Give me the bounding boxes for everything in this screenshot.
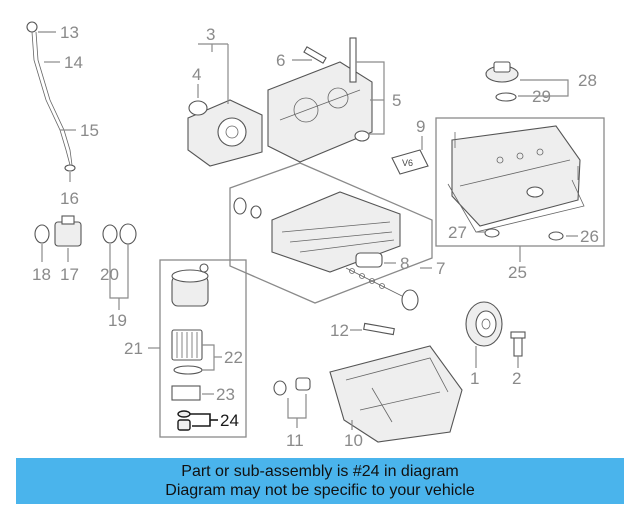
parts-diagram: V6 xyxy=(26,21,605,450)
callout-10: 10 xyxy=(344,431,363,450)
callout-15: 15 xyxy=(80,121,99,140)
injector-rail xyxy=(345,267,419,311)
callout-28: 28 xyxy=(578,71,597,90)
vr-badge: V6 xyxy=(391,149,429,175)
callout-labels: 1 2 3 4 5 6 7 8 9 10 11 12 13 14 15 16 1… xyxy=(32,23,599,450)
seal-5 xyxy=(354,130,370,142)
callout-14: 14 xyxy=(64,53,83,72)
pulley-bolt xyxy=(510,331,526,357)
callout-2: 2 xyxy=(512,369,521,388)
callout-16: 16 xyxy=(60,189,79,208)
callout-11: 11 xyxy=(286,431,304,450)
callout-5: 5 xyxy=(392,91,401,110)
info-banner: Part or sub-assembly is #24 in diagram D… xyxy=(16,458,624,504)
filter-seal-ring xyxy=(173,365,203,375)
callout-26: 26 xyxy=(580,227,599,246)
callout-9: 9 xyxy=(416,117,425,136)
bolt-5 xyxy=(349,37,357,83)
bolt-12 xyxy=(363,322,395,336)
leader-lines xyxy=(38,31,578,430)
intake-manifold-group-outline xyxy=(229,162,433,304)
grommet-27 xyxy=(484,228,500,238)
oil-dipstick xyxy=(26,21,76,172)
crankshaft-pulley xyxy=(465,301,503,347)
callout-17: 17 xyxy=(60,265,79,284)
callout-1: 1 xyxy=(470,369,479,388)
callout-25: 25 xyxy=(508,263,527,282)
callout-21: 21 xyxy=(124,339,143,358)
gasket-8 xyxy=(355,252,383,268)
callout-3: 3 xyxy=(206,25,215,44)
filter-cap-23 xyxy=(171,385,201,401)
callout-27: 27 xyxy=(448,223,467,242)
callout-29: 29 xyxy=(532,87,551,106)
banner-line-part: Part or sub-assembly is #24 in diagram xyxy=(181,463,459,480)
timing-cover xyxy=(187,99,263,167)
callout-4: 4 xyxy=(192,65,201,84)
valve-cover xyxy=(447,125,585,233)
cap-20 xyxy=(102,223,137,245)
callout-7: 7 xyxy=(436,259,445,278)
callout-13: 13 xyxy=(60,23,79,42)
banner-line-disclaimer: Diagram may not be specific to your vehi… xyxy=(165,482,475,499)
callout-22: 22 xyxy=(224,348,243,367)
seal-26 xyxy=(548,231,564,241)
callout-20: 20 xyxy=(100,265,119,284)
callout-8: 8 xyxy=(400,254,409,273)
intake-manifold xyxy=(233,191,401,273)
oil-filter-housing xyxy=(171,263,209,307)
oil-pressure-switch xyxy=(273,377,311,396)
callout-18: 18 xyxy=(32,265,51,284)
oil-cap-seal xyxy=(495,92,517,102)
callout-23: 23 xyxy=(216,385,235,404)
callout-6: 6 xyxy=(276,51,285,70)
upper-timing-cover xyxy=(267,61,373,163)
callout-24-leader xyxy=(190,413,211,427)
drain-plug-24 xyxy=(177,410,191,431)
callout-12: 12 xyxy=(330,321,349,340)
oil-pan xyxy=(329,345,463,443)
callout-19: 19 xyxy=(108,311,127,330)
oil-filter-element xyxy=(171,329,203,361)
callout-24: 24 xyxy=(220,411,239,430)
vr-badge-text: V6 xyxy=(402,158,413,168)
seal-ring-18 xyxy=(34,224,50,244)
stud-6 xyxy=(303,46,327,64)
oil-filler-cap xyxy=(485,61,519,83)
oil-filter-housing-small xyxy=(54,215,82,247)
